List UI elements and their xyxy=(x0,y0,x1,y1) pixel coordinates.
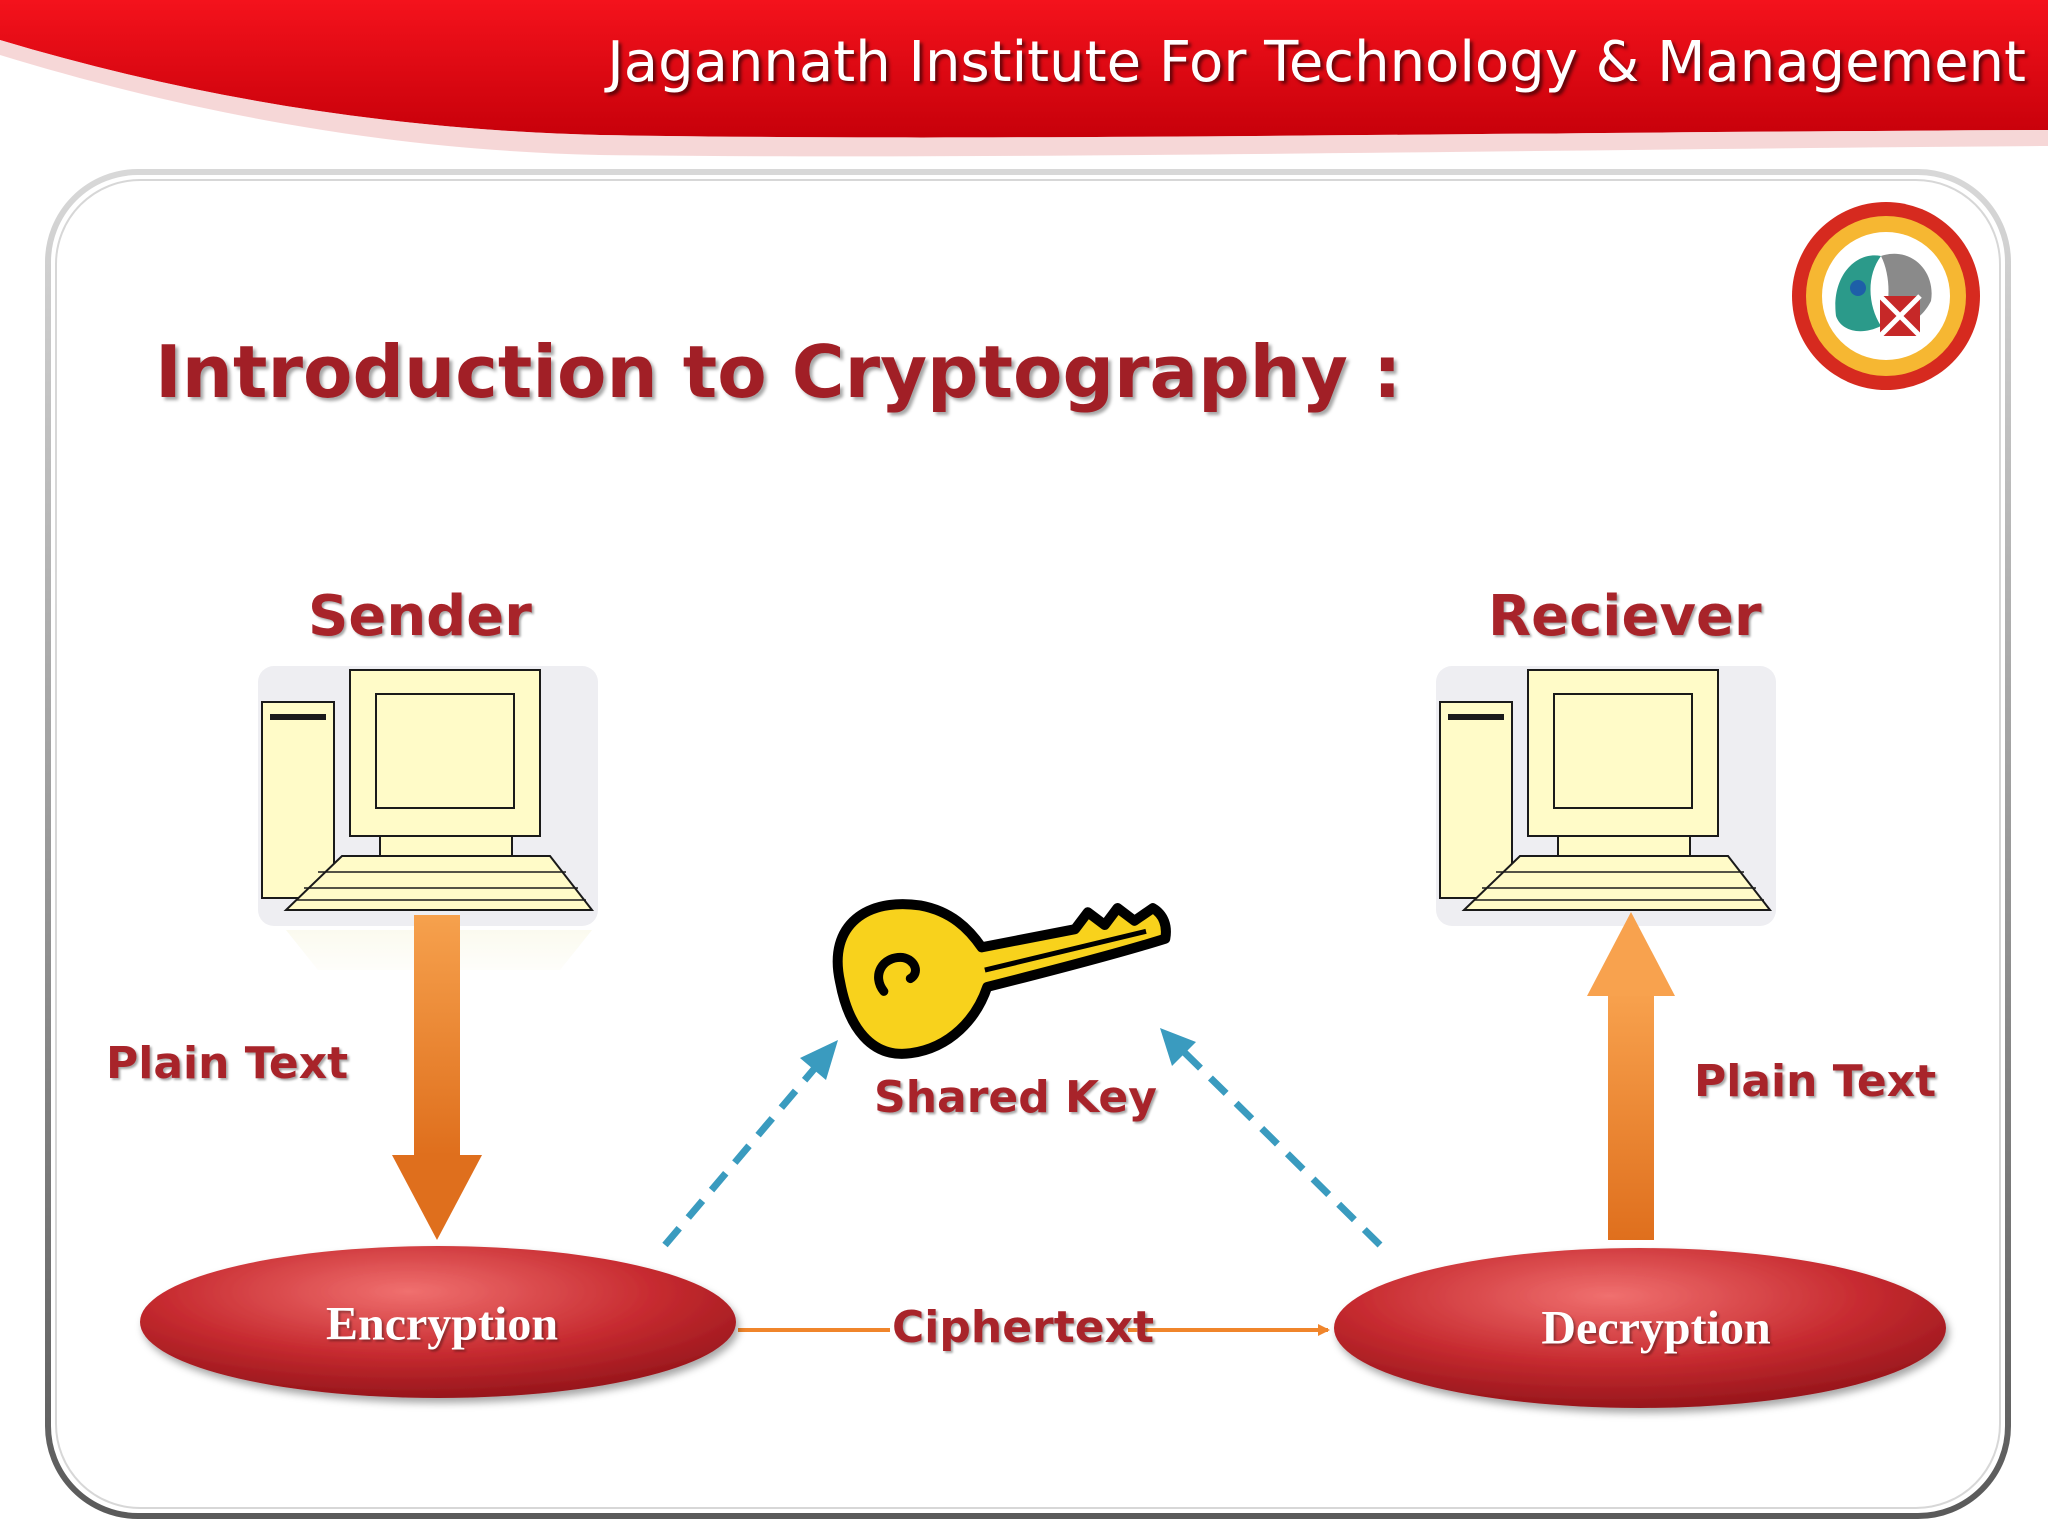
shared-key-label: Shared Key xyxy=(874,1072,1157,1123)
slide-title: Introduction to Cryptography : xyxy=(155,330,1402,414)
decryption-node xyxy=(1334,1248,1946,1408)
encryption-to-key-dashed-arrow xyxy=(662,1040,838,1248)
sender-plain-text-arrow xyxy=(392,915,482,1240)
sender-label: Sender xyxy=(308,584,532,649)
receiver-plain-text-label: Plain Text xyxy=(1694,1056,1937,1107)
ciphertext-label: Ciphertext xyxy=(892,1302,1155,1353)
encryption-node xyxy=(140,1246,736,1398)
sender-computer-icon xyxy=(258,666,598,986)
encryption-label: Encryption xyxy=(325,1297,559,1351)
receiver-plain-text-arrow xyxy=(1587,912,1675,1240)
decryption-to-key-dashed-arrow xyxy=(1160,1028,1383,1248)
header-institute-name: Jagannath Institute For Technology & Man… xyxy=(607,30,2026,95)
key-icon xyxy=(832,899,1171,1059)
header-banner xyxy=(0,0,2048,157)
receiver-computer-icon xyxy=(1436,666,1776,986)
slide-frame xyxy=(45,169,2011,1519)
institute-seal-icon xyxy=(1792,202,1980,390)
decryption-label: Decryption xyxy=(1541,1301,1771,1355)
sender-plain-text-label: Plain Text xyxy=(106,1038,349,1089)
receiver-label: Reciever xyxy=(1488,584,1762,649)
